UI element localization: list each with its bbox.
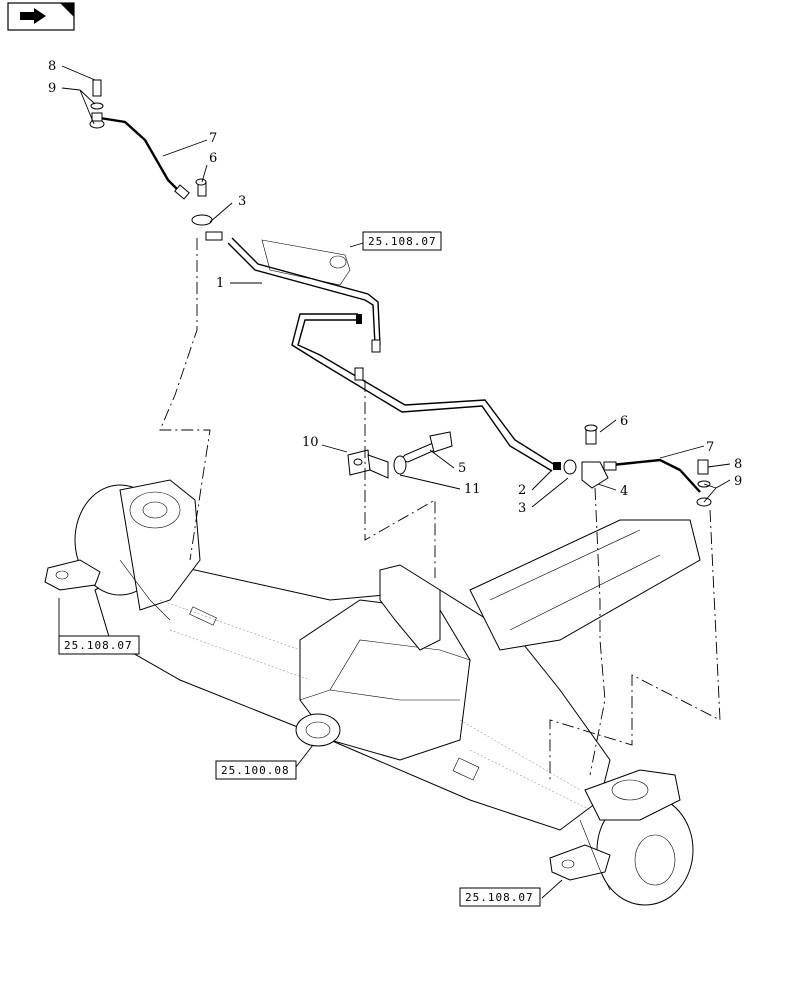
callout-9-right: 9 — [734, 474, 742, 489]
ref-box-center[interactable]: 25.100.08 — [215, 760, 297, 780]
right-brake-hose — [603, 458, 712, 507]
left-hub — [44, 479, 201, 621]
callout-7-right: 7 — [706, 440, 714, 455]
ref-box-bottom[interactable]: 25.108.07 — [459, 887, 541, 907]
callout-5: 5 — [458, 461, 466, 476]
callout-2: 2 — [518, 483, 526, 498]
frame-rail — [261, 239, 351, 286]
center-junction-block — [347, 431, 453, 479]
brake-line — [227, 237, 556, 472]
callout-8-left: 8 — [48, 59, 56, 74]
callout-11: 11 — [464, 482, 481, 497]
right-union — [553, 424, 609, 489]
axle-housing — [44, 479, 701, 906]
ref-box-left[interactable]: 25.108.07 — [58, 635, 140, 655]
callout-1: 1 — [216, 276, 224, 291]
svg-text:25.108.07: 25.108.07 — [465, 891, 534, 904]
left-union — [191, 214, 223, 241]
svg-text:25.108.07: 25.108.07 — [64, 639, 133, 652]
leader-lines — [58, 65, 731, 899]
callout-9-left: 9 — [48, 81, 56, 96]
svg-text:25.108.07: 25.108.07 — [368, 235, 437, 248]
right-hub — [549, 769, 694, 906]
callout-numbers: 8 9 7 6 3 1 10 5 11 2 3 4 6 7 8 9 — [48, 59, 742, 516]
callout-3-right: 3 — [518, 501, 526, 516]
alignment-lines — [159, 238, 721, 780]
callout-7-left: 7 — [209, 131, 217, 146]
callout-6-left: 6 — [209, 151, 217, 166]
callout-4: 4 — [620, 484, 628, 499]
svg-text:25.100.08: 25.100.08 — [221, 764, 290, 777]
callout-3-left: 3 — [238, 194, 246, 209]
forward-arrow-icon[interactable] — [7, 2, 75, 31]
callout-10: 10 — [302, 435, 319, 450]
ref-box-upper[interactable]: 25.108.07 — [362, 231, 442, 251]
callout-6-right: 6 — [620, 414, 628, 429]
left-brake-hose — [89, 79, 207, 200]
callout-8-right: 8 — [734, 457, 742, 472]
